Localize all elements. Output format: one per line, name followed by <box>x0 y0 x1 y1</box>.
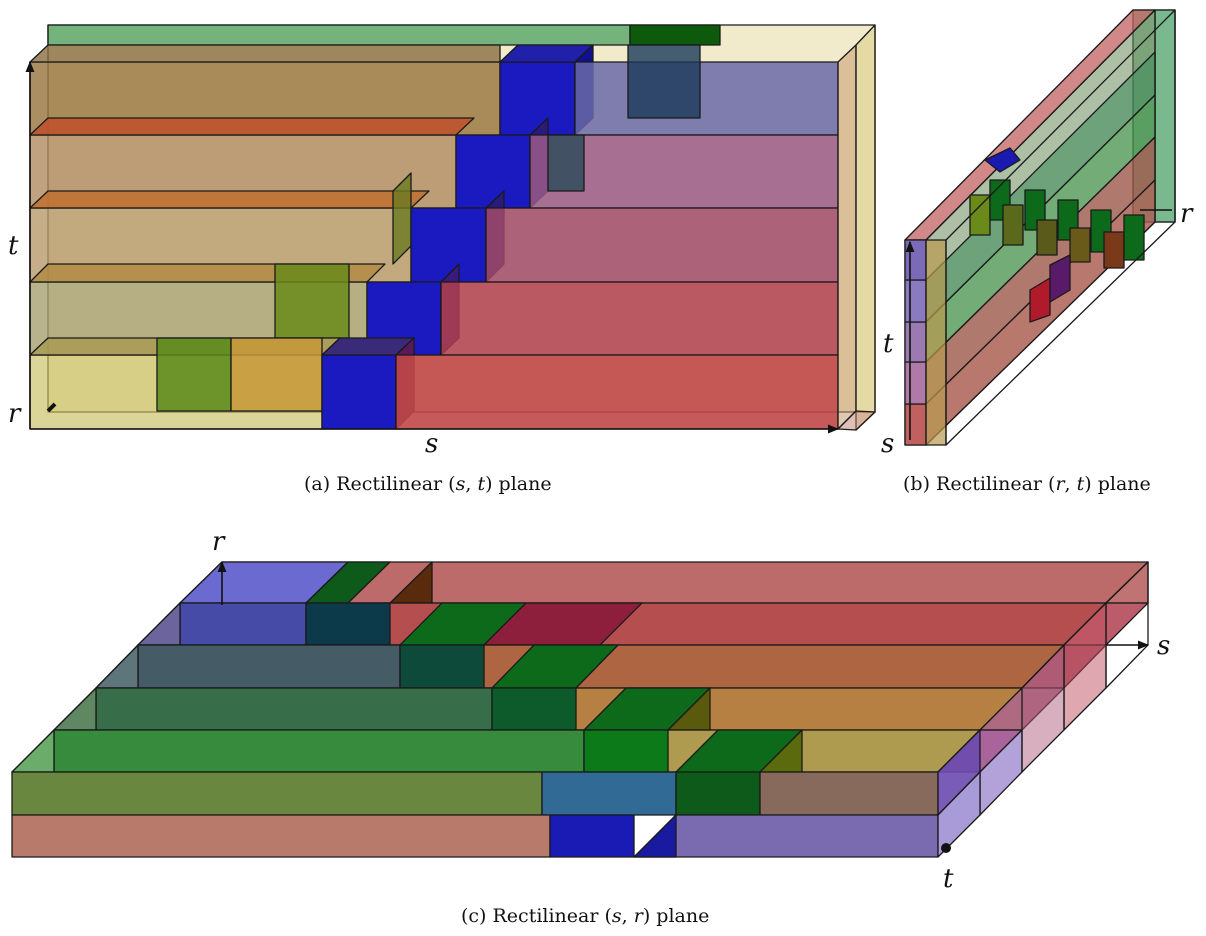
panel-c-layer4-left <box>95 644 139 689</box>
panel-a-row4-top <box>29 117 475 136</box>
panel-b-cube-7 <box>1069 227 1091 263</box>
panel-a-row2-olive <box>274 263 350 339</box>
panel-a-top-dark-green <box>629 24 721 46</box>
panel-b-cube-blue <box>984 147 1021 173</box>
panel-b-diagram <box>904 9 1176 446</box>
panel-a-axis-s-label: s <box>425 429 438 459</box>
panel-c-caption: (c) Rectilinear (s, r) plane <box>461 905 709 927</box>
panel-b-cube-purple <box>1049 254 1071 303</box>
panel-c-layer5-blue <box>179 602 307 646</box>
panel-c-layer2-left <box>11 729 55 773</box>
panel-c-layer1-olive <box>11 771 543 816</box>
panel-c-layer3-left <box>53 687 97 731</box>
panel-a-row3-top <box>29 190 430 209</box>
panel-a-axis-t-label: t <box>8 231 19 261</box>
panel-c-layer1-green <box>675 771 761 816</box>
panel-a-right-back <box>855 24 876 431</box>
panel-c-layer4-slate <box>137 644 401 689</box>
panel-a-block-blue-1 <box>321 354 397 430</box>
panel-b-cube-red <box>1029 277 1051 323</box>
panel-b-cube-10 <box>1123 214 1145 261</box>
panel-a-row1-red <box>395 354 839 430</box>
panel-b-axis-s-label: s <box>881 429 894 459</box>
panel-c-axis-r-label: r <box>212 527 226 557</box>
panel-a-row3-rose <box>485 207 839 283</box>
panel-c-layer2-green <box>53 729 585 773</box>
panel-a-row5-purple <box>574 61 839 136</box>
panel-b-front-cell-4 <box>904 279 927 323</box>
panel-c-layer2-bright <box>583 729 669 773</box>
panel-c-layer1-brown <box>759 771 939 816</box>
panel-b-cube-5 <box>1036 219 1058 256</box>
panel-a-top-green-strip <box>47 24 631 46</box>
panel-b-front-cell-2 <box>904 361 927 405</box>
panel-c-layer3-dark <box>491 687 577 731</box>
panel-c-bottom-right <box>937 771 981 858</box>
panel-a-diagram <box>25 24 876 434</box>
panel-c-bottom-blue <box>549 814 635 858</box>
panel-b-caption: (b) Rectilinear (r, t) plane <box>903 473 1151 495</box>
panel-c-layer5-left <box>137 602 181 646</box>
panel-b-front-cell-1 <box>904 403 927 446</box>
panel-c-axis-s-label: s <box>1157 631 1170 661</box>
panel-a-r-axis-head <box>46 402 57 413</box>
panel-b-axis-t-label: t <box>883 329 894 359</box>
panel-a-bottom-corner <box>837 410 876 431</box>
panel-a-axis-r-label: r <box>8 399 22 429</box>
panel-c-layer4-teal <box>399 644 485 689</box>
panel-b-front-cell-5 <box>904 239 927 281</box>
panel-b-outline <box>945 9 1176 446</box>
panel-a-row2-red <box>440 281 839 356</box>
panel-c-layer5-teal <box>305 602 391 646</box>
panel-a-block-blue-4 <box>455 134 531 209</box>
panel-c-layer1-teal <box>541 771 677 816</box>
panel-a-row4-darkblock <box>547 134 585 192</box>
panel-a-row1-orange <box>230 337 323 412</box>
panel-b-cube-9 <box>1103 231 1125 269</box>
panel-c-layer3-green <box>95 687 493 731</box>
panel-b-axis-r-label: r <box>1180 199 1194 229</box>
panel-a-caption: (a) Rectilinear (s, t) plane <box>304 473 552 495</box>
panel-b-front-cell-3 <box>904 321 927 363</box>
panel-a-right-face <box>837 44 857 430</box>
panel-c-bottom-blue-side <box>633 814 677 858</box>
panel-b-cube-1 <box>969 194 991 236</box>
panel-a-row5-top <box>29 44 501 63</box>
panel-c-axis-t-label: t <box>943 864 954 894</box>
panel-c-right-stack-2 <box>1021 644 1065 773</box>
panel-c-diagram <box>11 560 1150 858</box>
panel-b-back-column-light <box>1154 9 1176 223</box>
panel-b-second-column <box>925 239 947 446</box>
panel-c-bottom-violet <box>633 814 939 858</box>
panel-a-block-blue-5 <box>499 61 576 136</box>
panel-c-t-axis-head <box>941 843 951 853</box>
panel-a-row5-darkblock <box>627 44 701 119</box>
panel-a-row1-green <box>156 337 232 412</box>
panel-c-bottom-salmon <box>11 814 551 858</box>
panel-a-block-blue-3 <box>410 207 487 283</box>
panel-b-cube-3 <box>1002 204 1024 246</box>
